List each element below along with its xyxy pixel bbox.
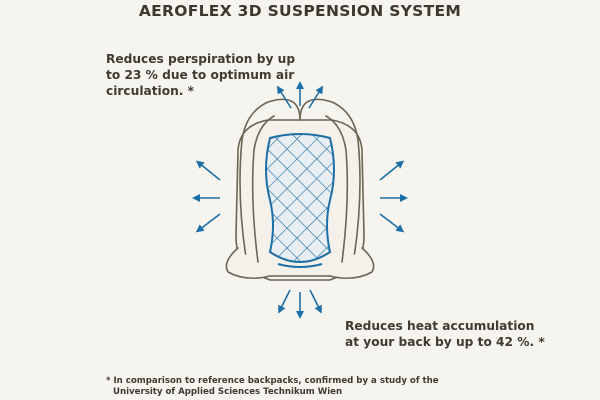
diagram-title: AEROFLEX 3D SUSPENSION SYSTEM [138, 2, 462, 20]
heat-claim: Reduces heat accumulation at your back b… [345, 318, 595, 350]
footnote-line: * In comparison to reference backpacks, … [106, 376, 439, 386]
claim-line: to 23 % due to optimum air [106, 68, 295, 82]
airflow-arrow-icon [308, 85, 324, 109]
mesh-panel-icon [265, 133, 335, 268]
claim-line: Reduces perspiration by up [106, 52, 296, 66]
airflow-arrow-icon [309, 289, 322, 314]
perspiration-claim: Reduces perspiration by up to 23 % due t… [106, 51, 306, 99]
claim-line: at your back by up to 42 %. * [345, 335, 545, 349]
airflow-arrow-icon [195, 213, 221, 233]
airflow-arrow-icon [379, 213, 405, 233]
claim-line: circulation. * [106, 84, 195, 98]
footnote-line: University of Applied Sciences Technikum… [113, 387, 343, 397]
airflow-arrow-icon [195, 160, 221, 181]
airflow-arrow-icon [278, 289, 291, 314]
airflow-arrow-icon [276, 85, 292, 109]
footnote: * In comparison to reference backpacks, … [106, 376, 439, 398]
claim-line: Reduces heat accumulation [345, 319, 535, 333]
airflow-arrow-icon [379, 160, 405, 181]
